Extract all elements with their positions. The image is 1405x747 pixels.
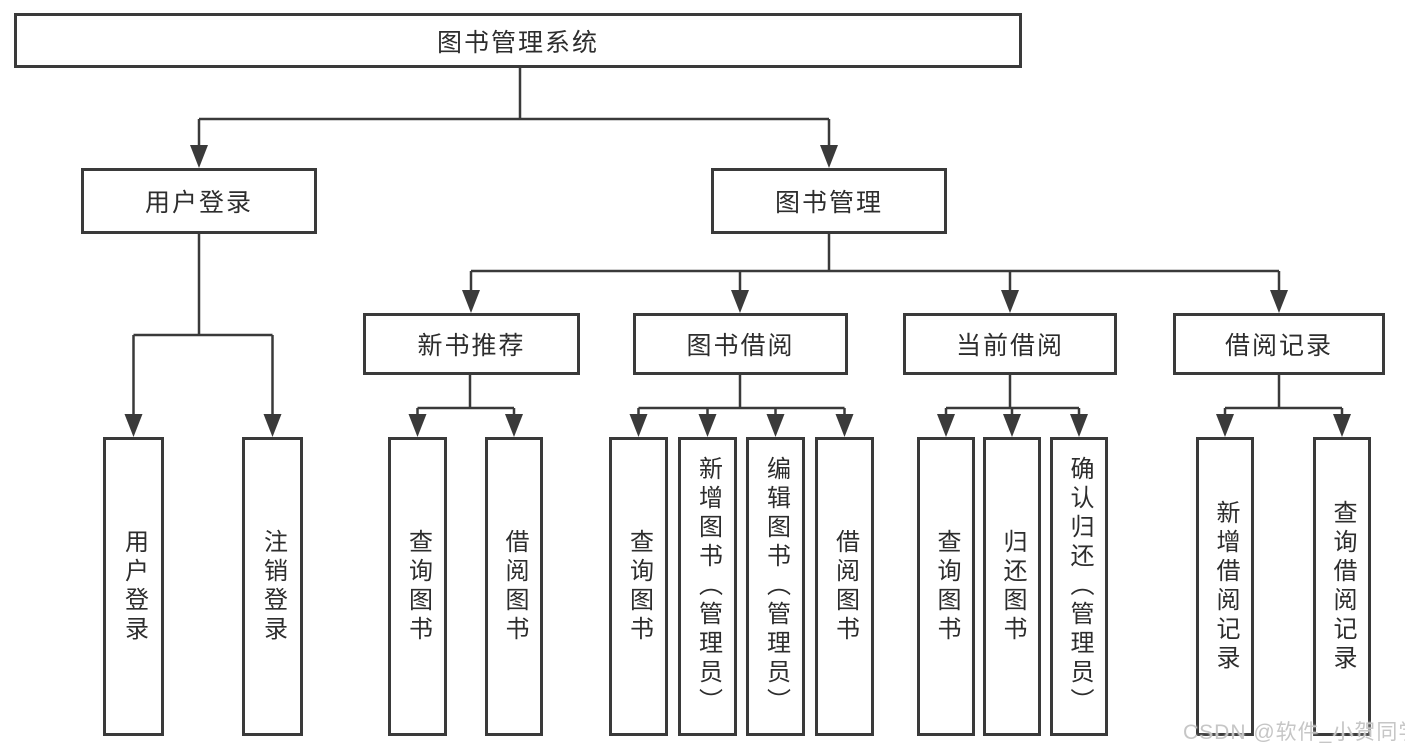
- node-borrowing-records: 借阅记录: [1173, 313, 1385, 375]
- leaf-newbook-query-books: 查询图书: [388, 437, 447, 736]
- leaf-records-query-borrow-record: 查询借阅记录: [1313, 437, 1371, 736]
- leaf-records-add-borrow-record: 新增借阅记录: [1196, 437, 1254, 736]
- leaf-borrowing-add-books-admin: 新增图书（管理员）: [678, 437, 737, 736]
- leaf-logout: 注销登录: [242, 437, 303, 736]
- node-user-login-label: 用户登录: [144, 189, 253, 217]
- node-book-borrowing-label: 图书借阅: [686, 332, 795, 360]
- leaf-current-query-books-label: 查询图书: [933, 528, 960, 645]
- leaf-borrowing-borrow-books-label: 借阅图书: [831, 528, 859, 645]
- node-book-management: 图书管理: [711, 168, 947, 234]
- leaf-borrowing-query-books-label: 查询图书: [625, 528, 653, 645]
- leaf-current-return-books-label: 归还图书: [999, 528, 1026, 645]
- leaf-borrowing-query-books: 查询图书: [609, 437, 668, 736]
- node-current-borrowing: 当前借阅: [903, 313, 1117, 375]
- leaf-records-add-borrow-record-label: 新增借阅记录: [1212, 499, 1239, 674]
- leaf-borrowing-add-books-admin-label: 新增图书（管理员）: [694, 456, 722, 717]
- connector-arrowheads: [124, 145, 1351, 437]
- leaf-logout-label: 注销登录: [259, 528, 287, 645]
- node-book-management-label: 图书管理: [774, 189, 883, 217]
- leaf-borrowing-edit-books-admin: 编辑图书（管理员）: [746, 437, 805, 736]
- leaf-records-query-borrow-record-label: 查询借阅记录: [1329, 499, 1356, 674]
- leaf-newbook-borrow-books-label: 借阅图书: [501, 528, 528, 645]
- connector-segments: [132, 68, 1344, 417]
- leaf-borrowing-borrow-books: 借阅图书: [815, 437, 874, 736]
- node-borrowing-records-label: 借阅记录: [1224, 332, 1333, 360]
- watermark: CSDN @软件_小贺同学: [1183, 721, 1405, 744]
- leaf-current-confirm-return-admin-label: 确认归还（管理员）: [1066, 456, 1093, 717]
- node-book-borrowing: 图书借阅: [633, 313, 848, 375]
- node-root-label: 图书管理系统: [436, 28, 599, 57]
- node-new-book-recommend: 新书推荐: [363, 313, 580, 375]
- leaf-newbook-query-books-label: 查询图书: [404, 528, 432, 645]
- leaf-current-return-books: 归还图书: [983, 437, 1041, 736]
- leaf-current-query-books: 查询图书: [917, 437, 975, 736]
- leaf-current-confirm-return-admin: 确认归还（管理员）: [1050, 437, 1108, 736]
- leaf-user-login: 用户登录: [103, 437, 164, 736]
- node-new-book-recommend-label: 新书推荐: [417, 332, 526, 360]
- node-current-borrowing-label: 当前借阅: [955, 332, 1064, 360]
- leaf-borrowing-edit-books-admin-label: 编辑图书（管理员）: [762, 456, 790, 717]
- node-root: 图书管理系统: [14, 13, 1022, 68]
- leaf-newbook-borrow-books: 借阅图书: [485, 437, 543, 736]
- node-user-login: 用户登录: [81, 168, 317, 234]
- leaf-user-login-label: 用户登录: [120, 528, 148, 645]
